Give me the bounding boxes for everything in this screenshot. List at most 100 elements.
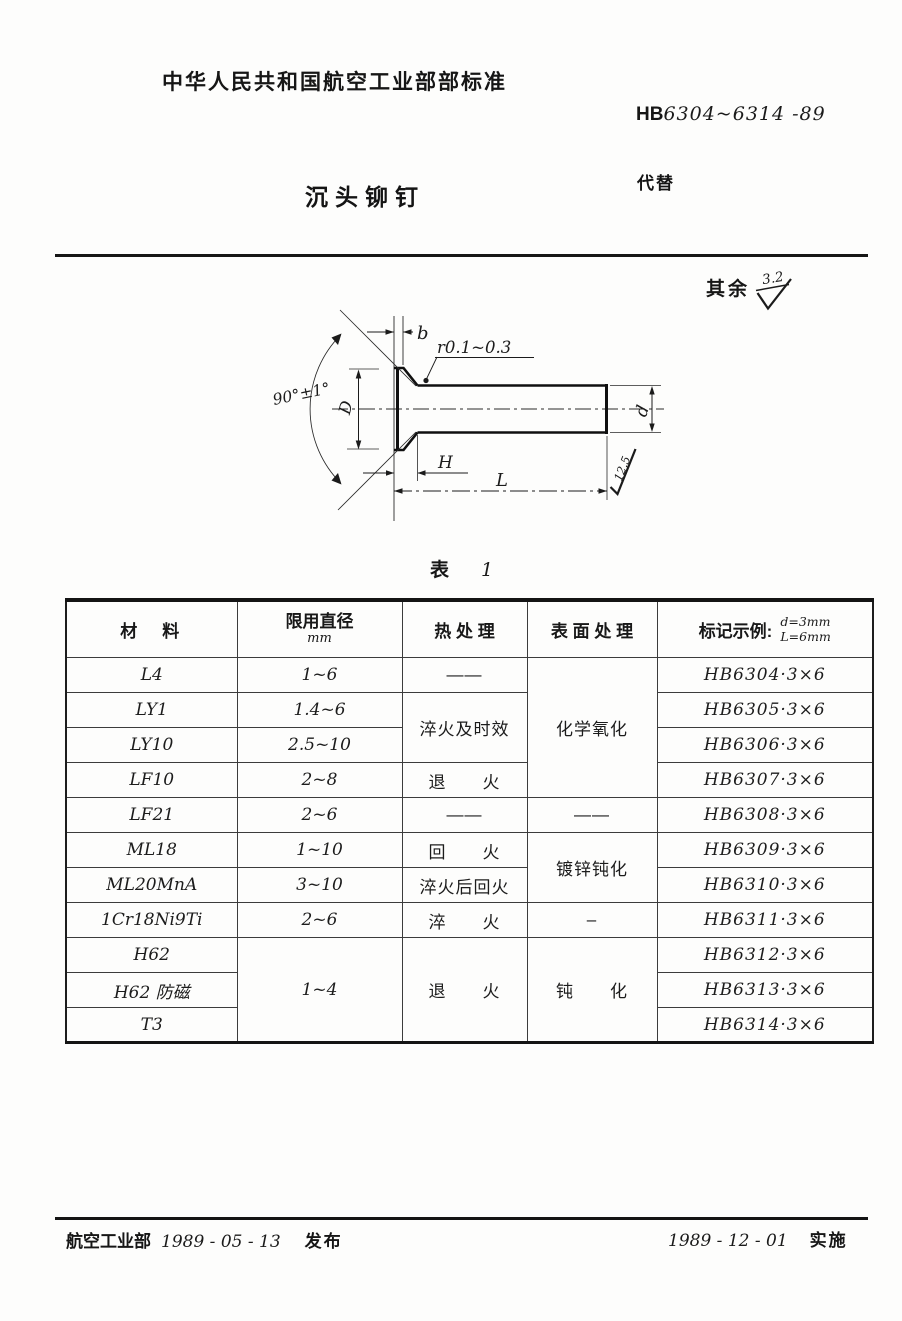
dim-H-label: H <box>437 453 454 473</box>
d-extension-lines <box>610 385 661 433</box>
table-row: L4 1~6 —— 化学氧化 HB6304·3×6 <box>65 657 874 798</box>
heat-cell: 淬火及时效 <box>401 692 528 763</box>
material-cell: H62 防磁 <box>65 972 238 1008</box>
heat-cell: —— <box>401 797 528 833</box>
d-arrow-bottom <box>649 423 655 432</box>
angle-arc <box>309 334 342 484</box>
fillet-leader-line <box>425 356 438 381</box>
surface-roughness-value: 3.2 <box>761 269 785 288</box>
d-arrow-top <box>649 386 655 395</box>
col-header-material: 材 料 <box>65 599 238 658</box>
material-cell: ML18 <box>65 832 238 868</box>
diameter-cell: 2.5~10 <box>236 727 403 763</box>
table-row: H62 1~4 退 火 钝 化 HB6312·3×6 <box>65 937 874 1043</box>
heat-cell: 淬火后回火 <box>401 867 528 903</box>
marking-example-L: L=6mm <box>780 628 831 644</box>
table-row: 1Cr18Ni9Ti 2~6 淬 火 – HB6311·3×6 <box>65 902 874 938</box>
heat-cell: 退 火 <box>401 937 528 1043</box>
angle-construction-lines <box>337 309 417 511</box>
col-header-heat-treatment: 热 处 理 <box>401 599 528 658</box>
col-header-diameter: 限用直径 mm <box>236 599 403 658</box>
heat-cell: —— <box>401 657 528 693</box>
surface-roughness-symbol: 3.2 <box>755 269 792 311</box>
diameter-cell: 1~4 <box>236 937 403 1043</box>
table-caption-number: 1 <box>481 559 494 581</box>
D-arrow-bottom <box>355 440 362 450</box>
col-header-marking-example: 标记示例: d=3mm L=6mm <box>656 599 874 658</box>
standard-prefix: HB <box>636 104 664 125</box>
footer-implement-date: 1989 - 12 - 01 <box>668 1231 788 1251</box>
header-divider-rule <box>55 254 868 257</box>
ministry-standard-title: 中华人民共和国航空工业部部标准 <box>162 71 507 94</box>
rivet-shank <box>417 384 607 434</box>
H-arrow-left <box>386 470 394 476</box>
rivet-technical-drawing: b r0.1~0.3 90°±1° D H L <box>271 309 664 521</box>
marking-cell: HB6310·3×6 <box>656 867 874 903</box>
table-caption-label: 表 <box>430 560 450 581</box>
angle-arc-arrow-top <box>331 333 342 345</box>
diameter-cell: 1~10 <box>236 832 403 868</box>
H-arrow-right <box>417 470 426 476</box>
heat-cell: 淬 火 <box>401 902 528 938</box>
b-arrow-right <box>403 329 412 335</box>
document-title: 沉头铆钉 <box>305 184 425 210</box>
material-cell: LF21 <box>65 797 238 833</box>
L-arrow-left <box>394 488 403 494</box>
surface-cell: – <box>526 902 658 938</box>
material-cell: 1Cr18Ni9Ti <box>65 902 238 938</box>
table-row: ML20MnA 3~10 淬火后回火 HB6310·3×6 <box>65 867 874 903</box>
footer-issue-date: 1989 - 05 - 13 <box>161 1232 281 1252</box>
dim-L-label: L <box>495 470 508 491</box>
surface-cell: 化学氧化 <box>526 657 658 798</box>
table-row: LF21 2~6 —— —— HB6308·3×6 <box>65 797 874 833</box>
countersink-angle-label: 90°±1° <box>271 379 332 409</box>
footer-divider-rule <box>55 1217 868 1220</box>
angle-arc-arrow-bottom <box>331 473 342 485</box>
roughness-check-icon <box>756 278 792 311</box>
fillet-leader-dot <box>423 377 429 384</box>
surface-cell: 镀锌钝化 <box>526 832 658 903</box>
b-arrow-left <box>385 329 394 335</box>
marking-cell: HB6306·3×6 <box>656 727 874 763</box>
shank-roughness-check-icon <box>609 448 637 496</box>
footer-issue-label: 发布 <box>304 1232 343 1251</box>
diameter-cell: 2~8 <box>236 762 403 798</box>
marking-example-d: d=3mm <box>780 614 831 630</box>
marking-cell: HB6305·3×6 <box>656 692 874 728</box>
heat-cell: 回 火 <box>401 832 528 868</box>
diameter-cell: 2~6 <box>236 902 403 938</box>
table-row: ML18 1~10 回 火 镀锌钝化 HB6309·3×6 <box>65 832 874 903</box>
surface-cell: —— <box>526 797 658 833</box>
marking-cell: HB6304·3×6 <box>656 657 874 693</box>
table-row: LY1 1.4~6 淬火及时效 HB6305·3×6 <box>65 692 874 763</box>
material-cell: T3 <box>65 1007 238 1043</box>
L-arrow-right <box>598 488 607 494</box>
table-row: T3 HB6314·3×6 <box>65 1007 874 1043</box>
diameter-cell: 1~6 <box>236 657 403 693</box>
material-cell: L4 <box>65 657 238 693</box>
footer-issuer: 航空工业部 <box>66 1232 151 1251</box>
material-cell: LY1 <box>65 692 238 728</box>
standard-number-line: HB6304~6314 -89 <box>636 103 826 126</box>
diameter-cell: 2~6 <box>236 797 403 833</box>
standard-number: 6304~6314 -89 <box>663 103 826 125</box>
diameter-cell: 1.4~6 <box>236 692 403 728</box>
footer-issue-line: 航空工业部 1989 - 05 - 13 发布 <box>66 1227 343 1252</box>
material-cell: H62 <box>65 937 238 973</box>
rivet-spec-table: 材 料 限用直径 mm 热 处 理 表 面 处 理 标记示例: d=3mm L=… <box>65 598 874 1044</box>
marking-cell: HB6312·3×6 <box>656 937 874 973</box>
dim-b-label: b <box>417 323 429 344</box>
col-header-diameter-label: 限用直径 <box>285 612 354 631</box>
dim-D-label: D <box>335 399 357 418</box>
col-header-diameter-unit: mm <box>307 630 332 646</box>
fillet-radius-label: r0.1~0.3 <box>437 338 511 357</box>
material-cell: LF10 <box>65 762 238 798</box>
footer-implement-label: 实施 <box>809 1231 848 1250</box>
D-arrow-top <box>355 369 362 379</box>
heat-cell: 退 火 <box>401 762 528 798</box>
header-row: 材 料 限用直径 mm 热 处 理 表 面 处 理 标记示例: d=3mm L=… <box>65 599 874 658</box>
material-cell: ML20MnA <box>65 867 238 903</box>
surface-cell: 钝 化 <box>526 937 658 1043</box>
